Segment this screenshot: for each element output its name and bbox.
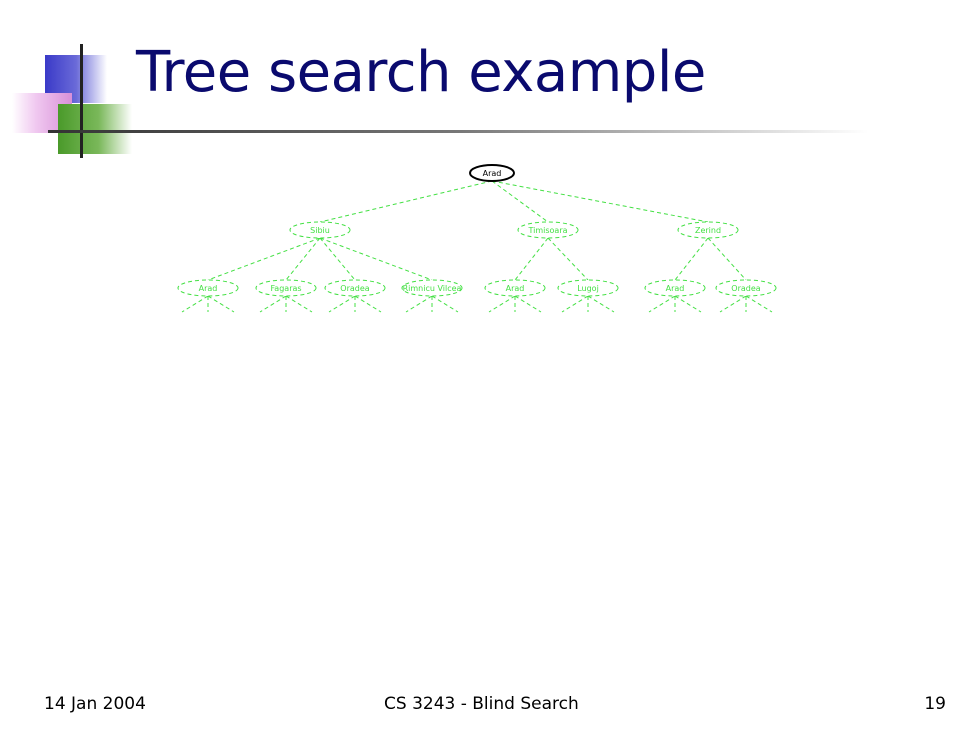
node-label: Zerind <box>695 226 721 235</box>
stub-edge-right-2 <box>354 295 382 313</box>
edge-root-to-l1-0 <box>319 180 493 223</box>
tree-node-root: Arad <box>469 164 515 182</box>
stub-edge-right-6 <box>674 295 702 313</box>
tree-node-l2: Arad <box>177 279 239 297</box>
node-label: Fagaras <box>270 284 301 293</box>
tree-node-l1: Zerind <box>677 221 739 239</box>
node-ellipse <box>324 279 386 297</box>
stub-edge-right-5 <box>587 295 615 313</box>
edge-root-to-l1-1 <box>491 180 549 223</box>
footer-date: 14 Jan 2004 <box>44 694 146 714</box>
decor-vertical-line <box>80 44 83 158</box>
tree-node-l1: Timisoara <box>517 221 579 239</box>
edge-root-to-l1-2 <box>491 180 709 223</box>
stub-edge-left-6 <box>648 295 676 313</box>
stub-edge-left-3 <box>405 295 433 313</box>
edge-l1-to-l2-0 <box>207 237 321 281</box>
page-title: Tree search example <box>136 40 706 105</box>
node-label: Oradea <box>731 284 760 293</box>
stub-edge-left-5 <box>561 295 589 313</box>
tree-node-l2: Oradea <box>715 279 777 297</box>
tree-node-l2: Fagaras <box>255 279 317 297</box>
tree-node-l2: Lugoj <box>557 279 619 297</box>
stub-edge-right-4 <box>514 295 542 313</box>
node-label: Sibiu <box>310 226 330 235</box>
node-ellipse <box>177 279 239 297</box>
node-ellipse <box>401 279 463 297</box>
tree-node-l2: Arad <box>484 279 546 297</box>
node-label: Rimnicu Vilcea <box>403 284 462 293</box>
stub-edge-right-3 <box>431 295 459 313</box>
edge-l1-to-l2-4 <box>514 237 549 281</box>
node-ellipse <box>715 279 777 297</box>
node-ellipse <box>644 279 706 297</box>
edge-l1-to-l2-6 <box>674 237 709 281</box>
tree-node-l2: Arad <box>644 279 706 297</box>
node-ellipse <box>557 279 619 297</box>
tree-node-l1: Sibiu <box>289 221 351 239</box>
stub-edge-right-1 <box>285 295 313 313</box>
node-ellipse <box>469 164 515 182</box>
edge-l1-to-l2-1 <box>285 237 321 281</box>
node-ellipse <box>677 221 739 239</box>
tree-node-l2: Oradea <box>324 279 386 297</box>
stub-edge-left-1 <box>259 295 287 313</box>
stub-edge-right-7 <box>745 295 773 313</box>
stub-edge-left-0 <box>181 295 209 313</box>
node-label: Arad <box>506 284 525 293</box>
node-ellipse <box>517 221 579 239</box>
node-label: Arad <box>199 284 218 293</box>
edge-l1-to-l2-7 <box>707 237 747 281</box>
stub-edge-left-2 <box>328 295 356 313</box>
node-label: Lugoj <box>577 284 599 293</box>
stub-edge-left-4 <box>488 295 516 313</box>
node-ellipse <box>255 279 317 297</box>
tree-node-l2: Rimnicu Vilcea <box>401 279 463 297</box>
footer-course-title: CS 3243 - Blind Search <box>384 694 579 714</box>
stub-edge-left-7 <box>719 295 747 313</box>
edge-l1-to-l2-3 <box>319 237 433 281</box>
node-label: Arad <box>483 169 502 178</box>
stub-edge-right-0 <box>207 295 235 313</box>
decor-green-square <box>58 104 132 154</box>
edge-l1-to-l2-2 <box>319 237 356 281</box>
node-label: Arad <box>666 284 685 293</box>
tree-edges <box>181 180 773 313</box>
node-ellipse <box>289 221 351 239</box>
node-label: Timisoara <box>527 226 567 235</box>
node-ellipse <box>484 279 546 297</box>
title-underline <box>48 130 868 133</box>
footer-page-number: 19 <box>924 694 946 714</box>
node-label: Oradea <box>340 284 369 293</box>
edge-l1-to-l2-5 <box>547 237 589 281</box>
